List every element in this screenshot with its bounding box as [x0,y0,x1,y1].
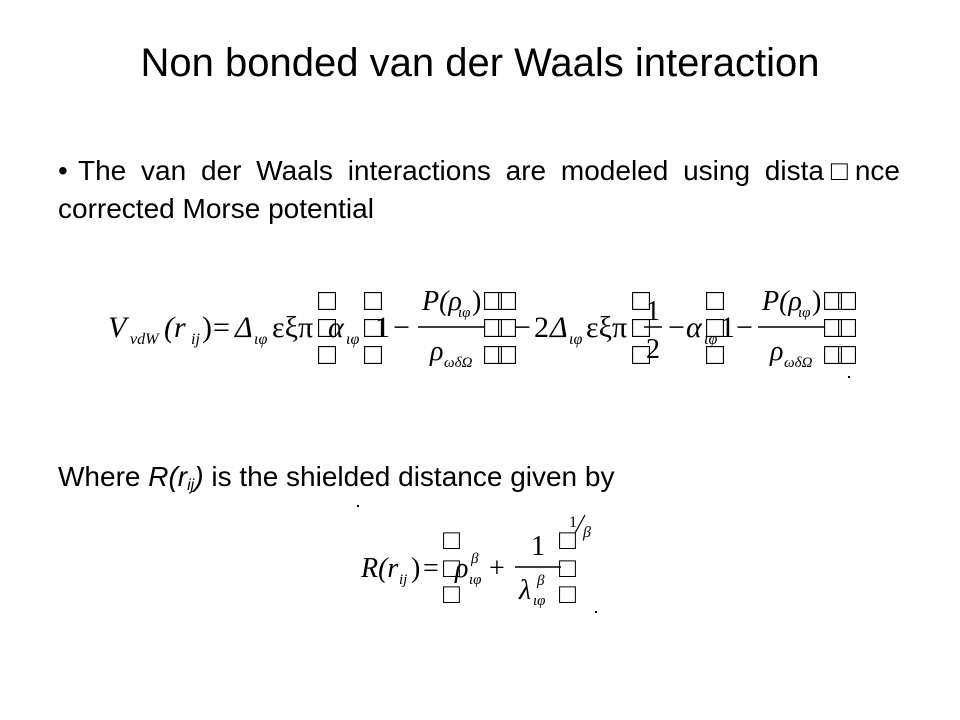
eq1-frac-den-sub: ωδΩ [784,355,813,371]
eq2-brace-box: □ [559,579,576,610]
eq1-lhs-arg: (r [164,311,186,344]
eq1-frac-den: ρ [429,336,443,367]
morse-potential-equation: V vdW (r ij ) = Δ ιφ εξπ □ □ □ α ιφ □ □ … [100,278,860,380]
where-func: R(r [148,461,188,492]
equation-corner-mark [595,611,597,613]
eq1-brace-box: □ [318,284,337,317]
eq1-brace-box: □ [838,284,857,317]
eq1-frac-den: ρ [769,336,783,367]
eq1-greek: εξπ [272,311,313,344]
equation-corner-mark [357,505,359,507]
eq1-brace-box: □ [484,311,503,344]
eq1-frac-den-sub: ωδΩ [444,355,473,371]
eq1-frac-num-close: ) [812,286,821,317]
where-suffix: is the shielded distance given by [203,461,615,492]
eq1-lhs-arg-sub: ij [191,331,200,348]
eq1-brace-box: □ [364,338,383,371]
eq1-delta: Δ [234,311,253,344]
eq2-rho-sub: ιφ [469,572,481,588]
eq2-frac-num: 1 [531,531,545,562]
eq1-frac-num: P(ρ [421,286,462,317]
eq2-exp-slash [574,514,586,534]
where-close: ) [194,461,204,492]
eq1-one: 1 [375,311,390,344]
eq1-equals: = [213,311,230,344]
eq1-two: 2 [534,311,549,344]
shielded-distance-sentence: Where R(rij) is the shielded distance gi… [58,458,614,505]
eq1-brace-box: □ [706,284,725,317]
eq1-brace-box: □ [838,311,857,344]
bullet-paragraph: •The van der Waals interactions are mode… [58,152,900,228]
eq1-brace-box: □ [498,311,517,344]
eq1-brace-box: □ [838,338,857,371]
eq1-brace-box: □ [498,284,517,317]
eq2-lhs: R(r [360,553,398,584]
eq2-plus: + [489,553,505,584]
eq1-brace-box: □ [318,338,337,371]
eq2-lhs-sub: ij [399,572,407,588]
eq1-brace-box: □ [706,338,725,371]
eq1-one: 1 [720,311,735,344]
eq1-brace-box: □ [484,338,503,371]
eq2-lambda-exp: β [536,573,545,589]
eq1-minus: − [668,311,685,344]
eq1-frac-num-sub: ιφ [458,305,470,321]
eq1-lhs-close: ) [202,311,212,344]
eq1-delta-sub: ιφ [569,331,582,348]
eq1-brace-box: □ [484,284,503,317]
slide-title: Non bonded van der Waals interaction [140,41,820,85]
eq2-brace-box: □ [559,553,576,584]
eq1-alpha-sub: ιφ [346,331,359,348]
eq2-lambda: λ [518,575,531,606]
shielded-distance-equation: R(r ij ) = □ □ □ ρ ιφ β + 1 λ ιφ β □ □ □… [355,505,605,617]
where-sub: ij [187,477,195,494]
eq1-brace-box: □ [824,338,843,371]
eq1-frac-num-close: ) [472,286,481,317]
bullet-marker: • [58,155,68,186]
eq1-alpha-sub: ιφ [704,331,717,348]
eq2-exp-num: 1 [569,514,577,531]
shielded-equation-svg: R(r ij ) = □ □ □ ρ ιφ β + 1 λ ιφ β □ □ □… [357,505,597,613]
eq1-minus: − [514,311,531,344]
bullet-text: The van der Waals interactions are model… [58,155,900,224]
eq2-lhs-close: ) [411,553,420,584]
eq1-brace-box: □ [632,338,651,371]
eq1-brace-box: □ [824,311,843,344]
eq1-alpha: α [686,311,703,344]
eq1-brace-box: □ [706,311,725,344]
eq1-lhs-v: V [108,311,130,344]
morse-equation-svg: V vdW (r ij ) = Δ ιφ εξπ □ □ □ α ιφ □ □ … [106,278,857,378]
eq1-brace-box: □ [318,311,337,344]
eq1-brace-box: □ [498,338,517,371]
eq1-alpha: α [328,311,345,344]
eq1-frac-num-sub: ιφ [798,305,810,321]
equation-corner-mark [848,376,850,378]
eq1-frac-num: P(ρ [761,286,802,317]
eq1-delta: Δ [549,311,568,344]
eq1-delta-sub: ιφ [254,331,267,348]
eq1-brace-box: □ [632,311,651,344]
eq2-equals: = [423,553,439,584]
eq2-brace-box: □ [443,553,460,584]
eq2-lambda-sub: ιφ [533,593,545,609]
eq1-greek: εξπ [586,311,627,344]
eq2-brace-box: □ [559,525,576,556]
eq1-minus: − [736,311,753,344]
eq2-brace-box: □ [443,525,460,556]
eq1-half-num: 1 [646,296,660,327]
eq1-brace-box: □ [364,284,383,317]
eq1-brace-box: □ [824,284,843,317]
where-prefix: Where [58,461,149,492]
eq1-half-den: 2 [646,334,660,365]
eq2-brace-box: □ [443,579,460,610]
eq2-rho-exp: β [470,551,479,567]
eq2-rho: ρ [454,553,468,584]
eq2-exp-den: β [582,524,591,541]
eq1-brace-box: □ [364,311,383,344]
eq1-lhs-sub: vdW [130,331,160,348]
eq1-minus: − [393,311,410,344]
eq1-brace-box: □ [632,284,651,317]
